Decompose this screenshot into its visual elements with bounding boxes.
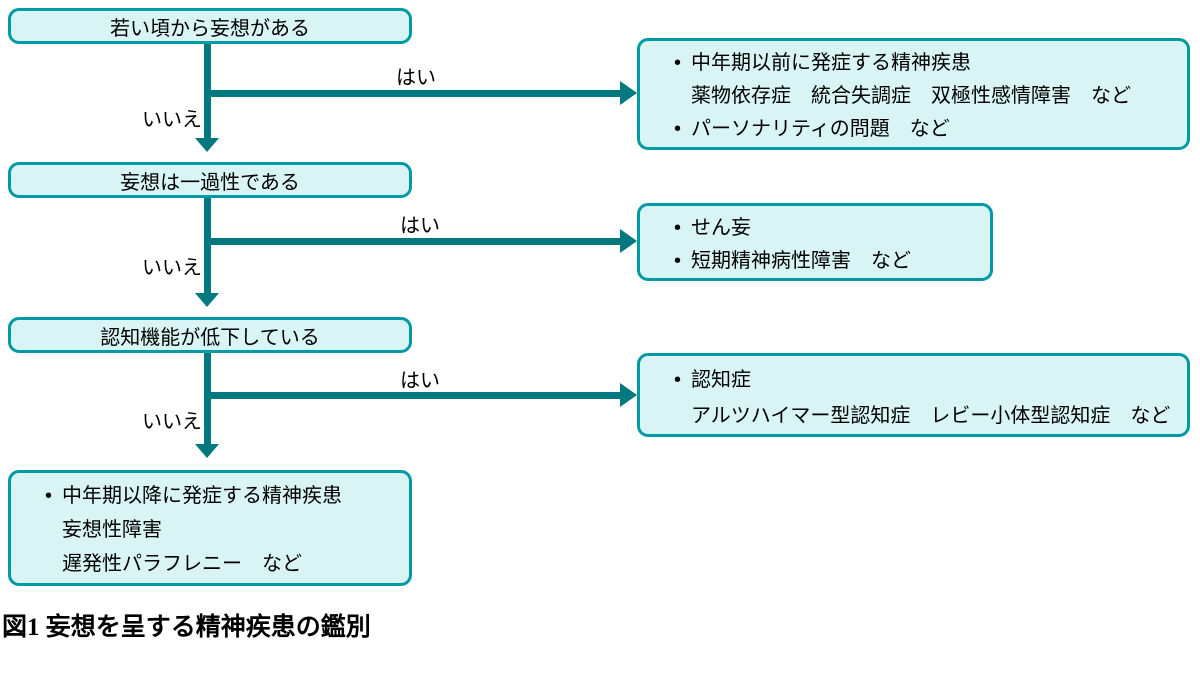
arrow-right-icon-1 (620, 81, 637, 105)
yes-label-3: はい (400, 370, 440, 392)
outcome-line: アルツハイマー型認知症 レビー小体型認知症 など (674, 398, 1179, 434)
no-label-3: いいえ (142, 411, 202, 433)
outcome-text: アルツハイマー型認知症 レビー小体型認知症 など (691, 405, 1171, 427)
outcome-box-early-onset-disorders: • 中年期以前に発症する精神疾患 薬物依存症 統合失調症 双極性感情障害 など •… (637, 38, 1190, 150)
outcome-text: 中年期以降に発症する精神疾患 (62, 485, 342, 507)
decision-label: 認知機能が低下している (100, 326, 320, 349)
decision-label: 妄想は一過性である (120, 171, 300, 194)
decision-box-delusions-transient: 妄想は一過性である (8, 162, 412, 198)
figure-caption: 図1 妄想を呈する精神疾患の鑑別 (2, 614, 371, 641)
outcome-line: 薬物依存症 統合失調症 双極性感情障害 など (674, 80, 1179, 113)
arrow-down-icon-3 (195, 444, 219, 458)
outcome-text: 短期精神病性障害 など (691, 250, 911, 272)
outcome-line: • 中年期以前に発症する精神疾患 (674, 47, 1179, 80)
outcome-box-late-onset-disorders: • 中年期以降に発症する精神疾患 妄想性障害 遅発性パラフレニー など (8, 470, 412, 586)
outcome-line: • 短期精神病性障害 など (674, 245, 982, 278)
decision-label: 若い頃から妄想がある (110, 17, 310, 40)
no-branch-line-2 (204, 198, 211, 293)
outcome-line: 遅発性パラフレニー など (45, 547, 401, 581)
arrow-down-icon-1 (195, 138, 219, 152)
outcome-text: 中年期以前に発症する精神疾患 (691, 52, 971, 74)
outcome-line: • 認知症 (674, 362, 1179, 398)
outcome-box-dementia: • 認知症 アルツハイマー型認知症 レビー小体型認知症 など (637, 353, 1190, 437)
outcome-text: せん妄 (691, 217, 751, 239)
outcome-text: 遅発性パラフレニー など (62, 553, 302, 575)
outcome-text: パーソナリティの問題 など (691, 118, 950, 140)
outcome-line: 妄想性障害 (45, 513, 401, 547)
arrow-down-icon-2 (195, 293, 219, 307)
no-label-1: いいえ (142, 109, 202, 131)
no-label-2: いいえ (142, 257, 202, 279)
outcome-text: 妄想性障害 (62, 519, 162, 541)
bullet: • (674, 250, 682, 272)
bullet: • (674, 52, 682, 74)
bullet: • (674, 217, 682, 239)
decision-box-delusions-since-youth: 若い頃から妄想がある (8, 8, 412, 44)
arrow-right-icon-3 (620, 383, 637, 407)
yes-label-1: はい (396, 67, 436, 89)
bullet: • (674, 369, 682, 391)
bullet: • (45, 485, 53, 507)
outcome-line: • 中年期以降に発症する精神疾患 (45, 479, 401, 513)
yes-branch-line-3 (204, 392, 620, 399)
bullet: • (674, 118, 682, 140)
outcome-text: 認知症 (691, 369, 751, 391)
outcome-line: • パーソナリティの問題 など (674, 113, 1179, 146)
decision-box-cognitive-decline: 認知機能が低下している (8, 317, 412, 353)
yes-branch-line-1 (204, 90, 620, 97)
outcome-line: • せん妄 (674, 212, 982, 245)
yes-label-2: はい (400, 215, 440, 237)
yes-branch-line-2 (204, 238, 620, 245)
arrow-right-icon-2 (620, 229, 637, 253)
outcome-text: 薬物依存症 統合失調症 双極性感情障害 など (691, 85, 1131, 107)
outcome-box-delirium: • せん妄 • 短期精神病性障害 など (637, 203, 993, 281)
